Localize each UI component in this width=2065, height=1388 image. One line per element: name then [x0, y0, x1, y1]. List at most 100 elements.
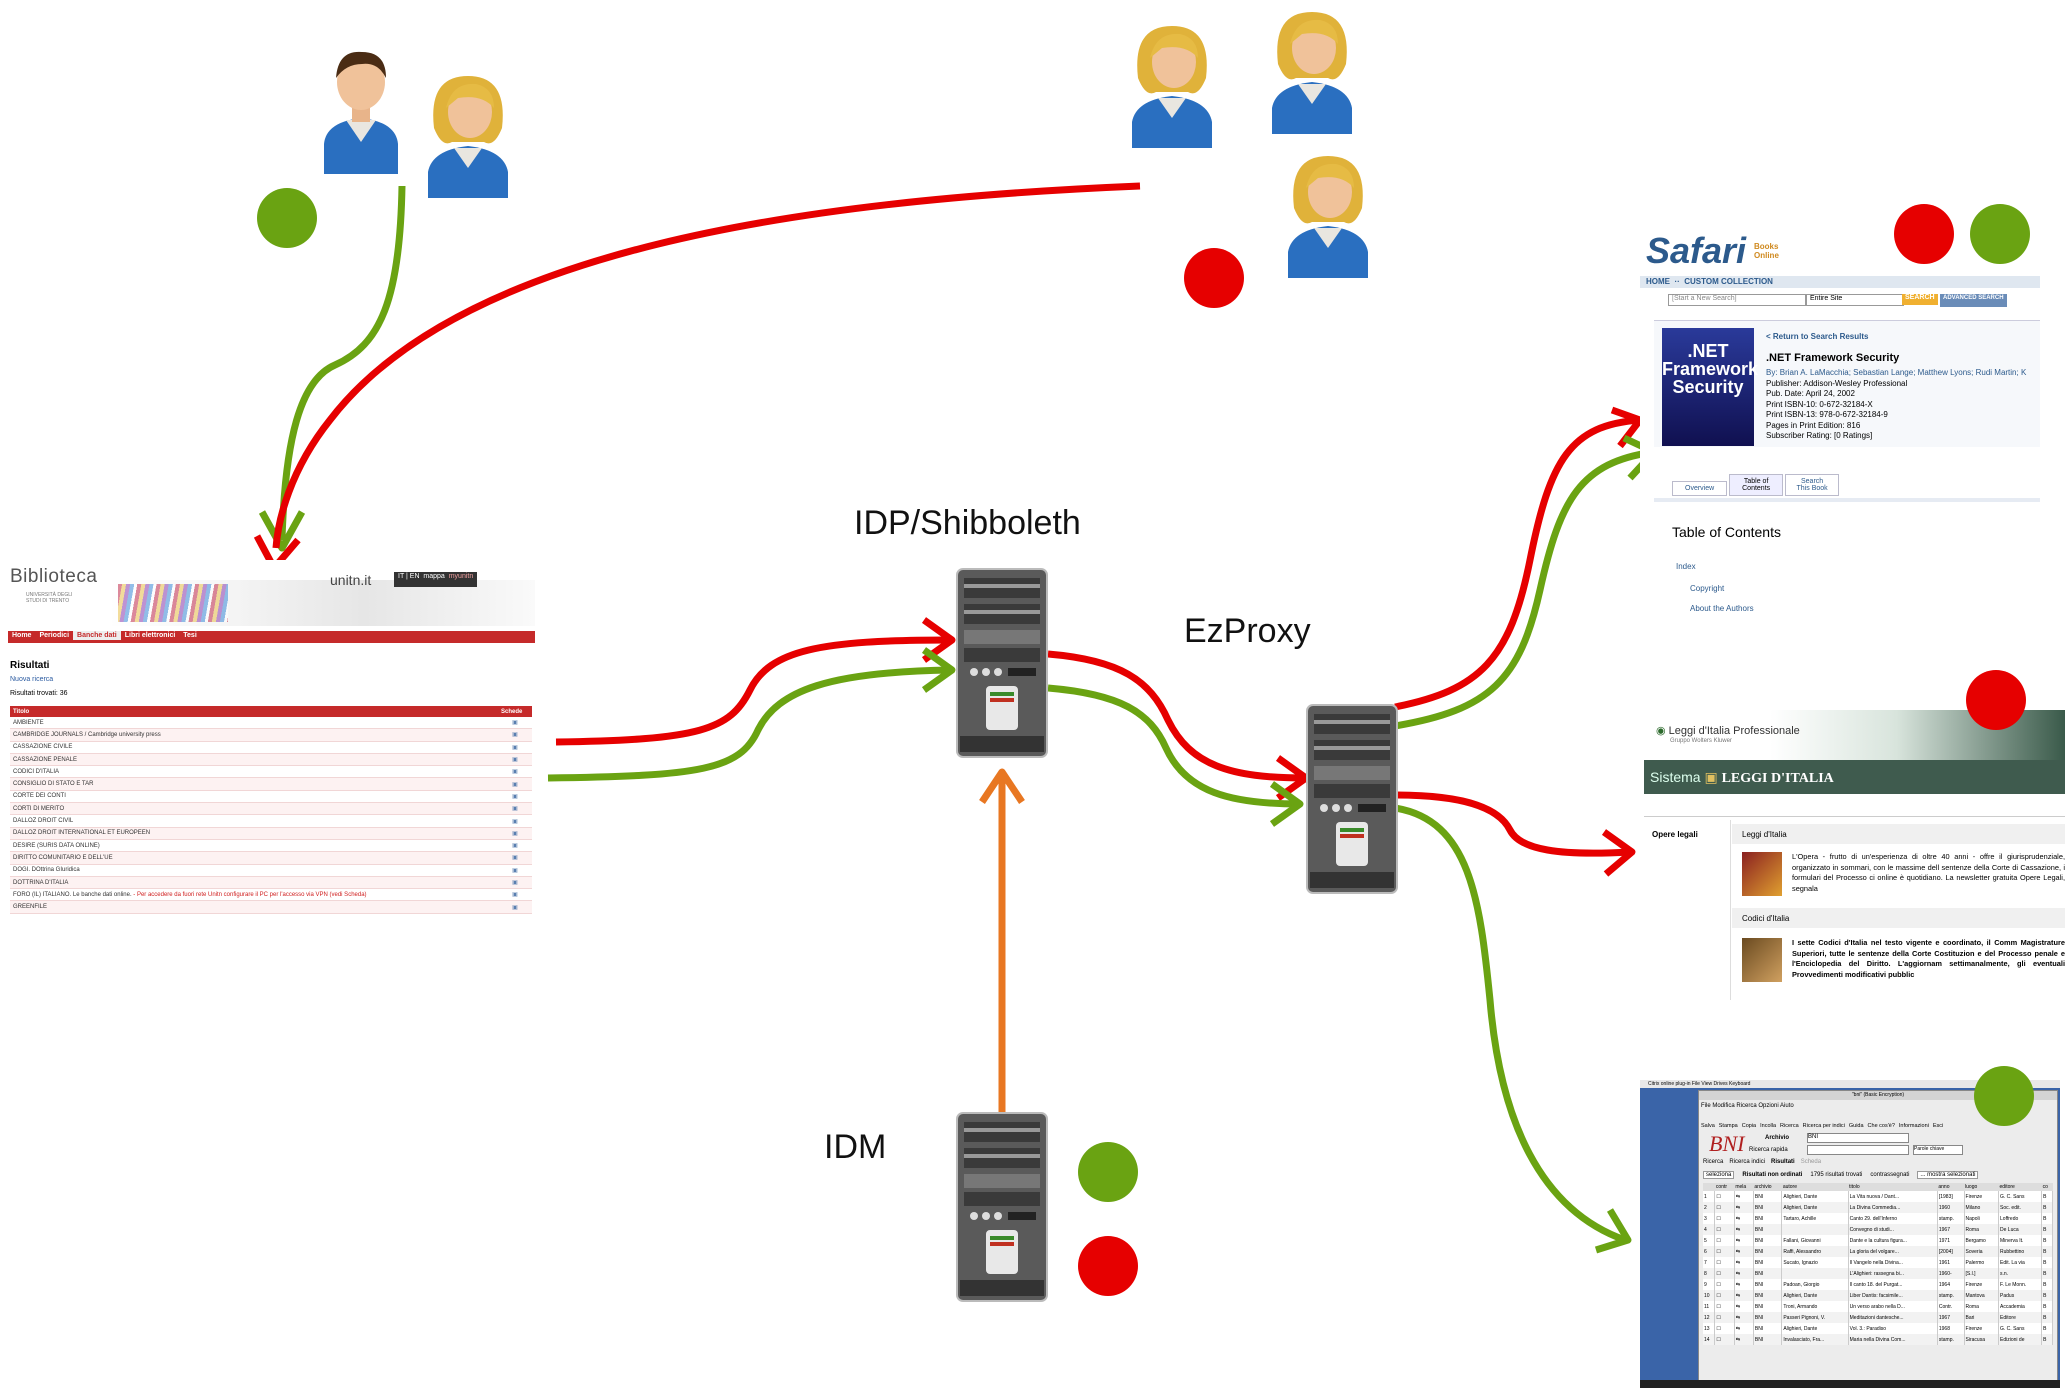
show-selected-button[interactable]: ... mostra selezionati	[1917, 1171, 1979, 1179]
table-row[interactable]: CORTE DEI CONTI▣	[10, 790, 532, 804]
table-row[interactable]: DESIRE (SURIS DATA ONLINE)▣	[10, 839, 532, 853]
row-title[interactable]: DOTTRINA D'ITALIA	[10, 876, 498, 890]
nav-libri-elettronici[interactable]: Libri elettronici	[124, 632, 176, 639]
table-row[interactable]: CASSAZIONE PENALE▣	[10, 753, 532, 767]
toc-copyright[interactable]: Copyright	[1690, 584, 1725, 593]
sheet-icon[interactable]: ▣	[498, 851, 532, 865]
toolbar-paste[interactable]: Incolla	[1760, 1123, 1777, 1129]
table-row[interactable]: DALLOZ DROIT CIVIL▣	[10, 814, 532, 828]
select-button[interactable]: seleziona	[1703, 1171, 1735, 1179]
row-checkbox[interactable]: ☐	[1714, 1268, 1735, 1279]
table-row[interactable]: DOGI. DOttrina GIuridica▣	[10, 864, 532, 877]
row-checkbox[interactable]: ☐	[1714, 1224, 1735, 1235]
app-menu[interactable]: File Modifica Ricerca Opzioni Aiuto	[1701, 1103, 1794, 1109]
toolbar-exit[interactable]: Esci	[1932, 1123, 1944, 1129]
row-title[interactable]: CASSAZIONE PENALE	[10, 753, 498, 767]
toolbar-index-search[interactable]: Ricerca per indici	[1802, 1123, 1845, 1129]
tab-search[interactable]: Ricerca	[1703, 1159, 1724, 1165]
keyword-select[interactable]: Parole chiave	[1913, 1145, 1963, 1155]
nav-banche-dati[interactable]: Banche dati	[73, 631, 121, 640]
row-title[interactable]: DOGI. DOttrina GIuridica	[10, 864, 498, 877]
row-checkbox[interactable]: ☐	[1714, 1257, 1735, 1268]
item1-title[interactable]: Leggi d'Italia	[1742, 830, 1787, 839]
lang-switch[interactable]: IT | EN	[398, 573, 420, 580]
sheet-icon[interactable]: ▣	[498, 790, 532, 804]
sheet-icon[interactable]: ▣	[498, 876, 532, 890]
portal-link[interactable]: myunitn	[448, 573, 474, 580]
table-row[interactable]: DIRITTO COMUNITARIO E DELL'UE▣	[10, 851, 532, 865]
toolbar-info[interactable]: Informazioni	[1898, 1123, 1929, 1129]
new-search-link[interactable]: Nuova ricerca	[10, 676, 54, 683]
quick-search-input[interactable]	[1807, 1145, 1909, 1155]
toolbar-save[interactable]: Salva	[1701, 1123, 1715, 1129]
table-row[interactable]: FORO (IL) ITALIANO. Le banche dati onlin…	[10, 888, 532, 902]
safari-search-input[interactable]: [Start a New Search]	[1668, 294, 1806, 306]
row-title[interactable]: AMBIENTE	[10, 717, 498, 730]
row-checkbox[interactable]: ☐	[1714, 1279, 1735, 1290]
table-row[interactable]: GREENFILE▣	[10, 900, 532, 914]
row-checkbox[interactable]: ☐	[1714, 1301, 1735, 1312]
sheet-icon[interactable]: ▣	[498, 864, 532, 877]
row-title[interactable]: DESIRE (SURIS DATA ONLINE)	[10, 839, 498, 853]
nav-home[interactable]: Home	[12, 632, 32, 639]
tab-overview[interactable]: Overview	[1672, 481, 1728, 496]
row-title[interactable]: CONSIGLIO DI STATO E TAR	[10, 777, 498, 791]
sheet-icon[interactable]: ▣	[498, 777, 532, 791]
marked-checkbox[interactable]: contrassegnati	[1870, 1172, 1910, 1178]
row-title[interactable]: CODICI D'ITALIA	[10, 765, 498, 779]
row-checkbox[interactable]: ☐	[1714, 1235, 1735, 1246]
toolbar-print[interactable]: Stampa	[1718, 1123, 1738, 1129]
sheet-icon[interactable]: ▣	[498, 717, 532, 730]
table-row[interactable]: CORTI DI MERITO▣	[10, 802, 532, 816]
row-title-text[interactable]: FORO (IL) ITALIANO. Le banche dati onlin…	[13, 891, 132, 898]
row-title[interactable]: GREENFILE	[10, 900, 498, 914]
sheet-icon[interactable]: ▣	[498, 827, 532, 840]
safari-advanced-button[interactable]: ADVANCED SEARCH	[1940, 294, 2007, 307]
sheet-icon[interactable]: ▣	[498, 765, 532, 779]
sheet-icon[interactable]: ▣	[498, 728, 532, 742]
sheet-icon[interactable]: ▣	[498, 814, 532, 828]
sheet-icon[interactable]: ▣	[498, 839, 532, 853]
sheet-icon[interactable]: ▣	[498, 802, 532, 816]
row-checkbox[interactable]: ☐	[1714, 1290, 1735, 1301]
row-checkbox[interactable]: ☐	[1714, 1323, 1735, 1334]
nav-periodici[interactable]: Periodici	[39, 632, 70, 639]
safari-scope-select[interactable]: Entire Site	[1806, 294, 1904, 306]
row-checkbox[interactable]: ☐	[1714, 1202, 1735, 1213]
sheet-icon[interactable]: ▣	[498, 900, 532, 914]
table-row[interactable]: CASSAZIONE CIVILE▣	[10, 741, 532, 754]
table-row[interactable]: DALLOZ DROIT INTERNATIONAL ET EUROPEEN▣	[10, 827, 532, 840]
row-title[interactable]: DALLOZ DROIT CIVIL	[10, 814, 498, 828]
row-title[interactable]: CASSAZIONE CIVILE	[10, 741, 498, 754]
row-checkbox[interactable]: ☐	[1714, 1246, 1735, 1257]
row-title[interactable]: CORTI DI MERITO	[10, 802, 498, 816]
toc-index[interactable]: Index	[1676, 562, 1696, 571]
sheet-icon[interactable]: ▣	[498, 741, 532, 754]
safari-search-button[interactable]: SEARCH	[1902, 294, 1938, 305]
row-title[interactable]: CAMBRIDGE JOURNALS / Cambridge universit…	[10, 728, 498, 742]
row-title[interactable]: DIRITTO COMUNITARIO E DELL'UE	[10, 851, 498, 865]
table-row[interactable]: CAMBRIDGE JOURNALS / Cambridge universit…	[10, 728, 532, 742]
toc-authors[interactable]: About the Authors	[1690, 604, 1754, 613]
return-link[interactable]: < Return to Search Results	[1766, 332, 1869, 341]
toolbar-copy[interactable]: Copia	[1741, 1123, 1757, 1129]
nav-tesi[interactable]: Tesi	[183, 632, 197, 639]
table-row[interactable]: CONSIGLIO DI STATO E TAR▣	[10, 777, 532, 791]
tab-results[interactable]: Risultati	[1771, 1159, 1795, 1165]
toolbar-guide[interactable]: Guida	[1848, 1123, 1864, 1129]
table-row[interactable]: DOTTRINA D'ITALIA▣	[10, 876, 532, 890]
sheet-icon[interactable]: ▣	[498, 888, 532, 902]
